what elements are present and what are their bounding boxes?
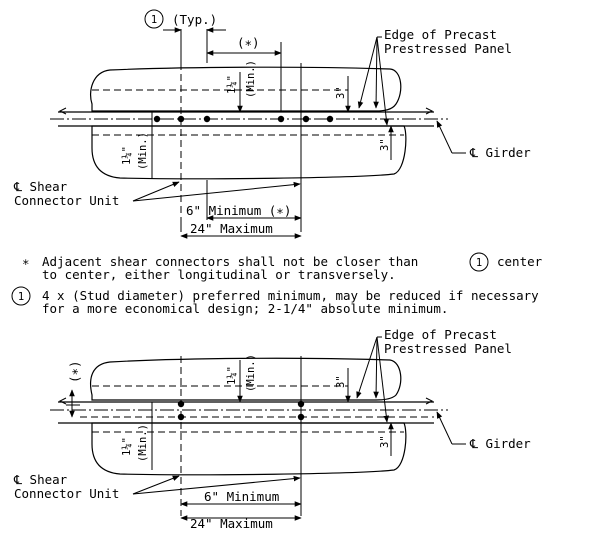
stud — [177, 115, 185, 123]
top-studs — [153, 115, 334, 123]
shear-unit-label-top-2: Connector Unit — [14, 193, 119, 208]
min-quarter-lower: 1¼" — [121, 146, 133, 165]
stud — [153, 115, 161, 123]
stud — [203, 115, 211, 123]
edge-panel-label-bottom-2: Prestressed Panel — [384, 341, 512, 356]
edge-panel-label-bottom-1: Edge of Precast — [384, 327, 497, 342]
note2-line1: 4 x (Stud diameter) preferred minimum, m… — [42, 288, 539, 303]
bottom-studs — [177, 400, 305, 421]
typ-label: (Typ.) — [172, 12, 217, 27]
note-star-symbol: ∗ — [22, 254, 30, 269]
min-quarter-upper: 1¼" — [226, 75, 238, 94]
edge-panel-label-top-2: Prestressed Panel — [384, 41, 512, 56]
twenty-four-max-top: 24" Maximum — [190, 221, 273, 236]
shear-unit-label-bottom-1: ℄ Shear — [13, 472, 68, 487]
stud — [277, 115, 285, 123]
six-min-top: 6" Minimum (∗) — [186, 203, 291, 218]
stud — [297, 400, 305, 408]
star-label-top: (∗) — [237, 35, 260, 50]
bottom-detail: Edge of Precast Prestressed Panel (∗) — [13, 327, 531, 531]
top-panel-lower — [91, 125, 407, 180]
twenty-four-max-bottom: 24" Maximum — [190, 516, 273, 531]
six-min-bottom: 6" Minimum — [204, 489, 279, 504]
stud — [302, 115, 310, 123]
girder-cl-label-bottom: ℄ Girder — [469, 436, 531, 451]
three-in-lower: 3" — [379, 138, 391, 151]
note1-callout-number: 1 — [476, 257, 482, 269]
stud — [177, 413, 185, 421]
three-in-lower-b: 3" — [379, 435, 391, 448]
note2-callout-circle — [11, 286, 31, 306]
note1-line1: Adjacent shear connectors shall not be c… — [42, 254, 418, 269]
note1-line2: to center, either longitudinal or transv… — [42, 267, 396, 282]
shear-unit-label-top-1: ℄ Shear — [13, 179, 68, 194]
callout-number-top: 1 — [151, 14, 157, 26]
three-in-upper-b: 3" — [335, 375, 347, 388]
top-panel-upper — [89, 66, 402, 112]
star-side-bottom: (∗) — [67, 360, 82, 383]
note2-line2: for a more economical design; 2-1/4" abs… — [42, 301, 448, 316]
min-text-upper: (Min.) — [245, 60, 257, 98]
note2-callout-number: 1 — [18, 291, 24, 303]
edge-panel-label-top-1: Edge of Precast — [384, 27, 497, 42]
min-quarter-lower-b: 1¼" — [121, 437, 133, 456]
min-quarter-upper-b: 1¼" — [226, 366, 238, 385]
min-text-lower: (Min.) — [137, 132, 149, 170]
stud — [297, 413, 305, 421]
callout-circle-top — [144, 9, 164, 29]
notes: ∗ Adjacent shear connectors shall not be… — [11, 252, 543, 316]
stud — [177, 400, 185, 408]
note1-callout-circle — [469, 252, 489, 272]
shear-unit-label-bottom-2: Connector Unit — [14, 486, 119, 501]
bottom-panel-upper — [89, 357, 402, 401]
stud — [326, 115, 334, 123]
min-text-lower-b: (Min.) — [137, 424, 149, 462]
girder-cl-label-top: ℄ Girder — [469, 145, 531, 160]
three-in-upper: 3" — [335, 86, 347, 99]
note1-after: center — [497, 254, 543, 269]
top-detail: 1 (Typ.) (∗) — [13, 9, 531, 239]
bottom-panel-lower — [91, 422, 407, 476]
min-text-upper-b: (Min.) — [245, 354, 257, 392]
